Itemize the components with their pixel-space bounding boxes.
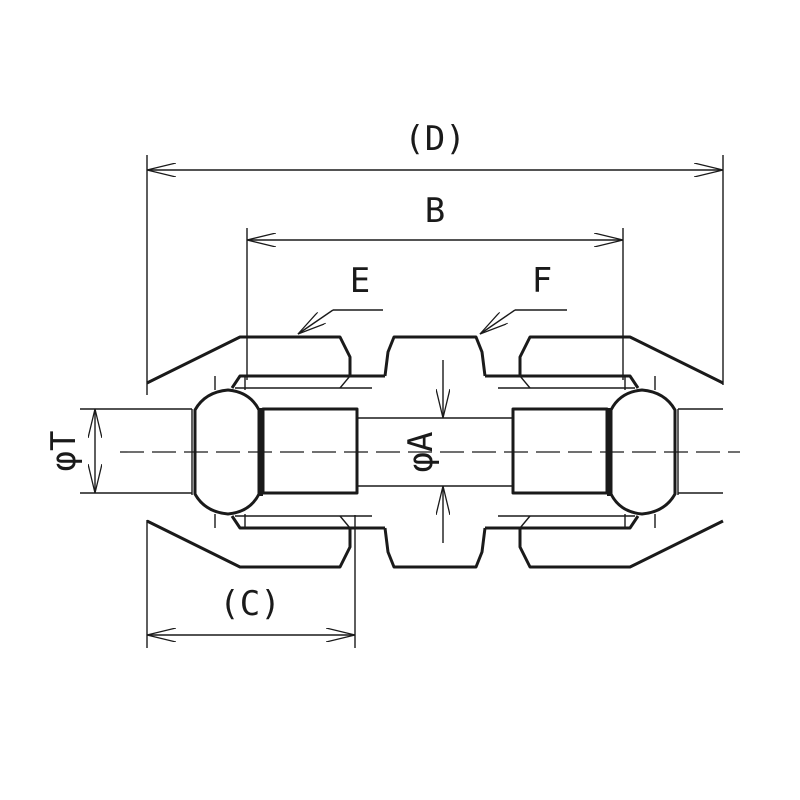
label-phi-a: φA: [401, 432, 441, 473]
dimension-phi-a: φA: [401, 360, 443, 543]
dimension-c: (C): [146, 515, 356, 648]
leader-e: E: [298, 261, 383, 334]
dimension-phi-t: φT: [44, 408, 147, 494]
label-d: (D): [404, 119, 465, 159]
label-b: B: [425, 191, 445, 231]
label-f: F: [532, 261, 552, 301]
label-e: E: [350, 261, 370, 301]
dimension-b: B: [246, 191, 624, 380]
label-c: (C): [219, 584, 280, 624]
leader-f: F: [480, 261, 567, 334]
dimension-d: (D): [146, 119, 724, 395]
label-phi-t: φT: [44, 431, 84, 472]
